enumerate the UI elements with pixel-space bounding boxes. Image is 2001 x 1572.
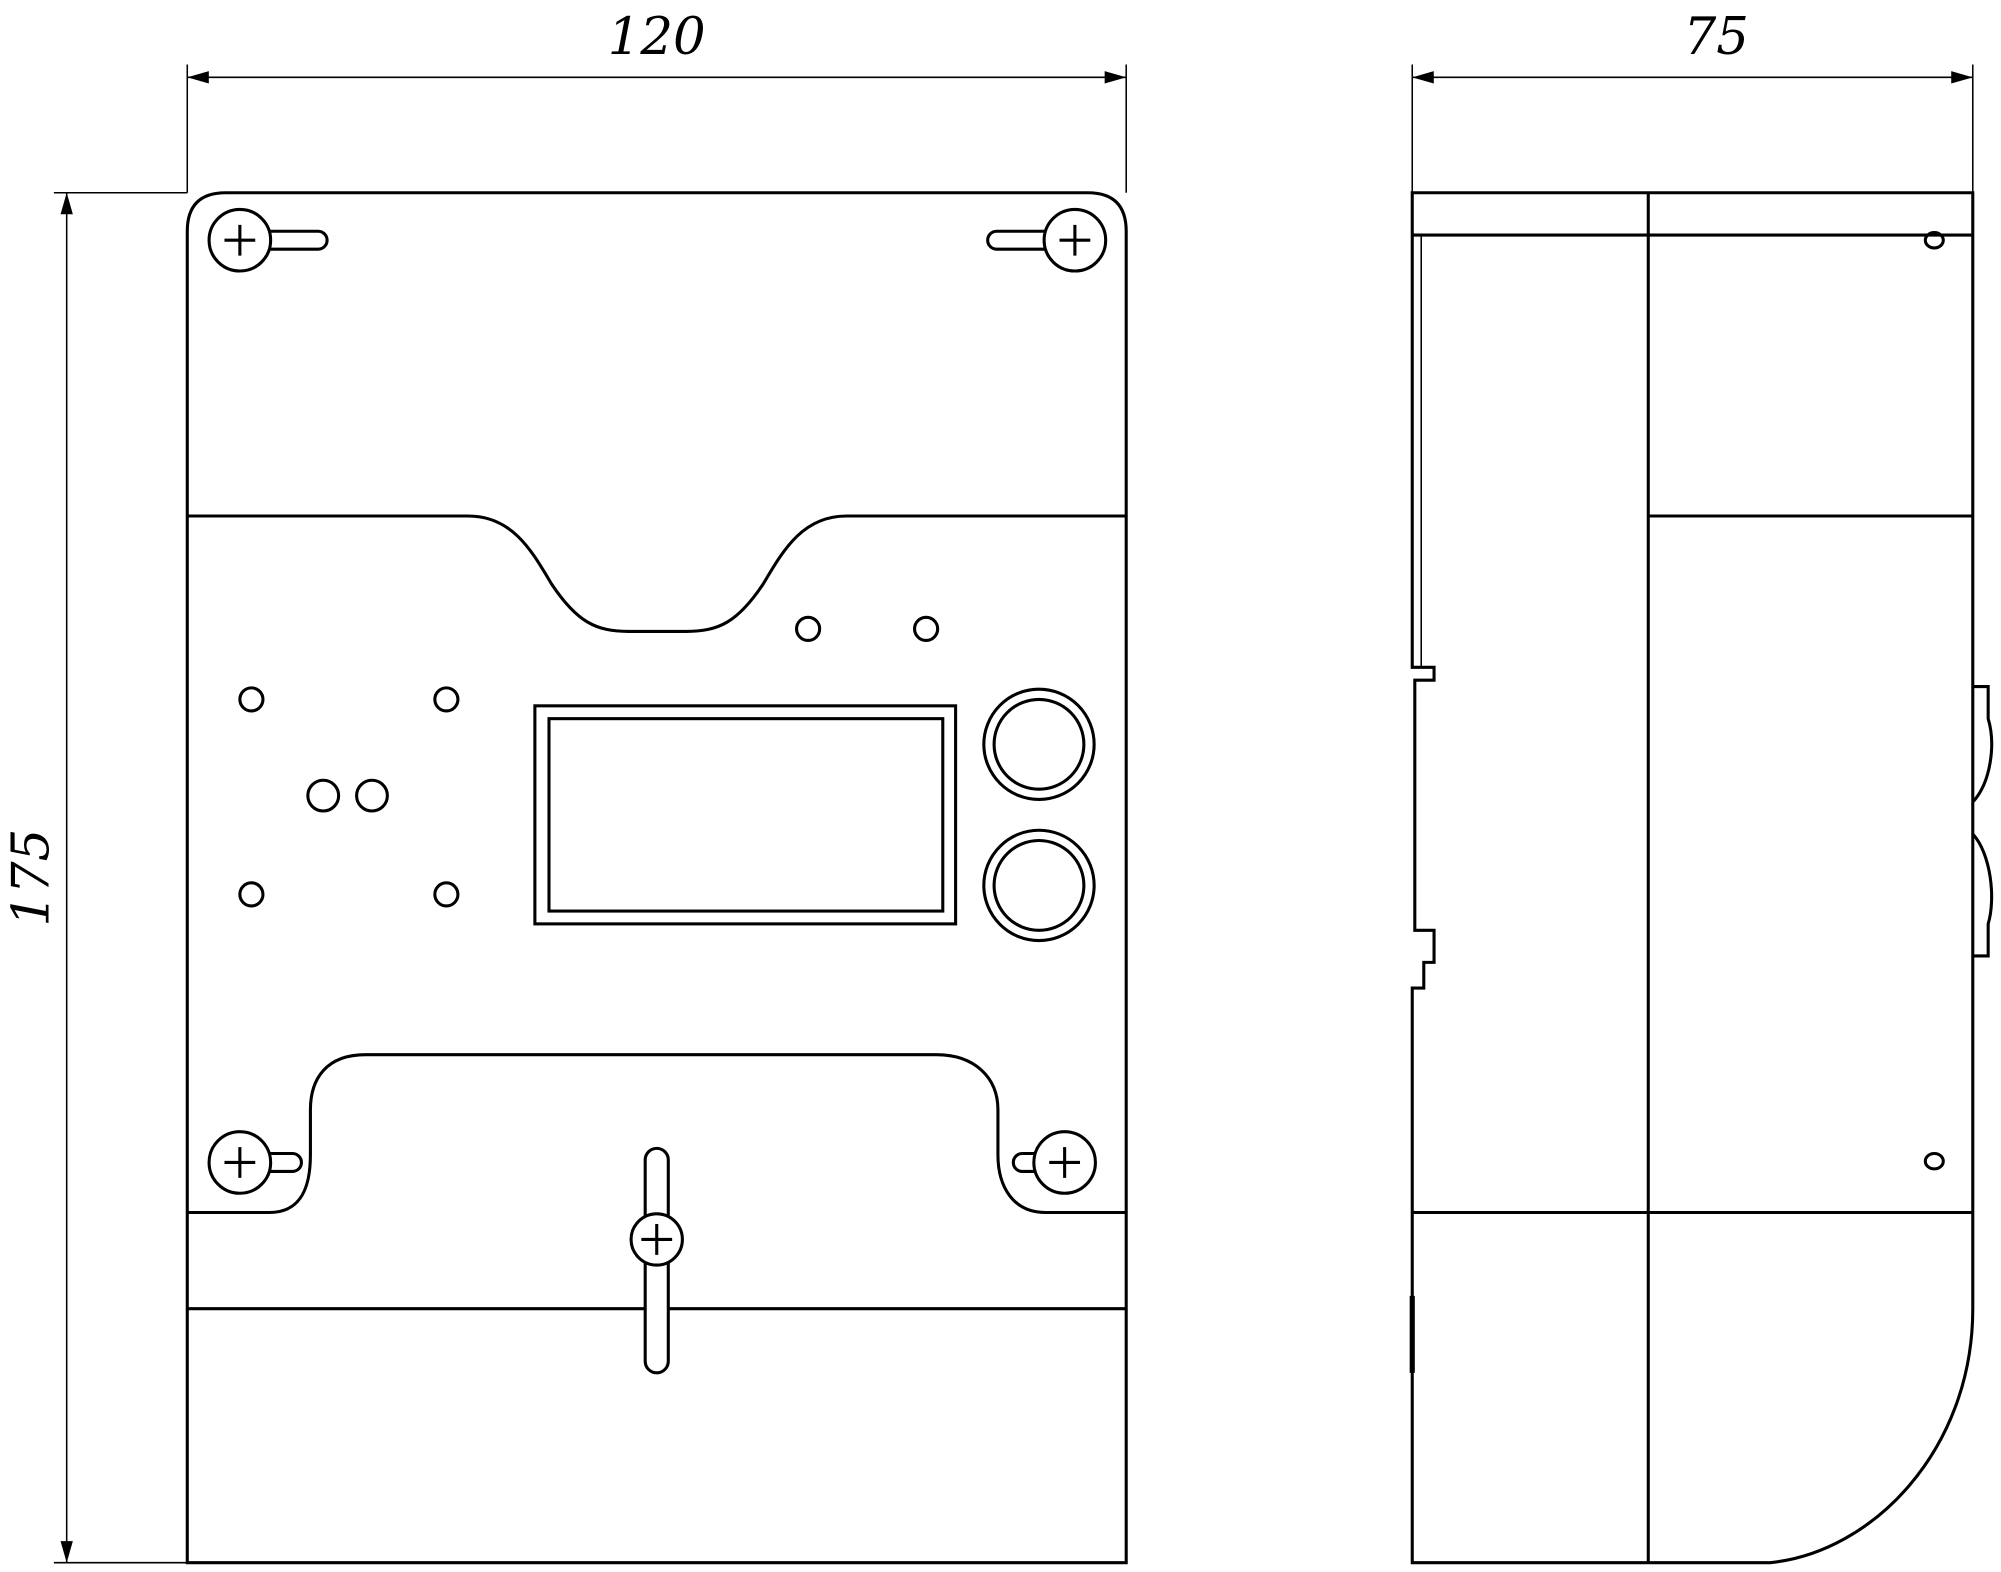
- screw-top-right: [986, 207, 1108, 273]
- button-side-upper: [1971, 685, 1994, 804]
- front-view: [185, 191, 1128, 1565]
- indicator-holes: [238, 615, 940, 908]
- side-view: [1409, 191, 1994, 1565]
- dimension-width: 120: [186, 7, 1127, 193]
- depth-label: 75: [1684, 7, 1749, 67]
- display-window: [533, 704, 958, 926]
- screw-bottom-right: [1011, 1130, 1097, 1195]
- width-label: 120: [608, 7, 706, 67]
- dimension-height: 175: [2, 191, 188, 1564]
- screw-bottom-left: [207, 1130, 303, 1195]
- height-label: 175: [2, 829, 62, 927]
- screw-top-left: [207, 207, 329, 273]
- button-upper: [982, 687, 1096, 802]
- button-lower: [982, 828, 1096, 943]
- seal-screw: [629, 1146, 684, 1375]
- dimension-depth: 75: [1411, 7, 1974, 193]
- button-side-lower: [1971, 833, 1994, 958]
